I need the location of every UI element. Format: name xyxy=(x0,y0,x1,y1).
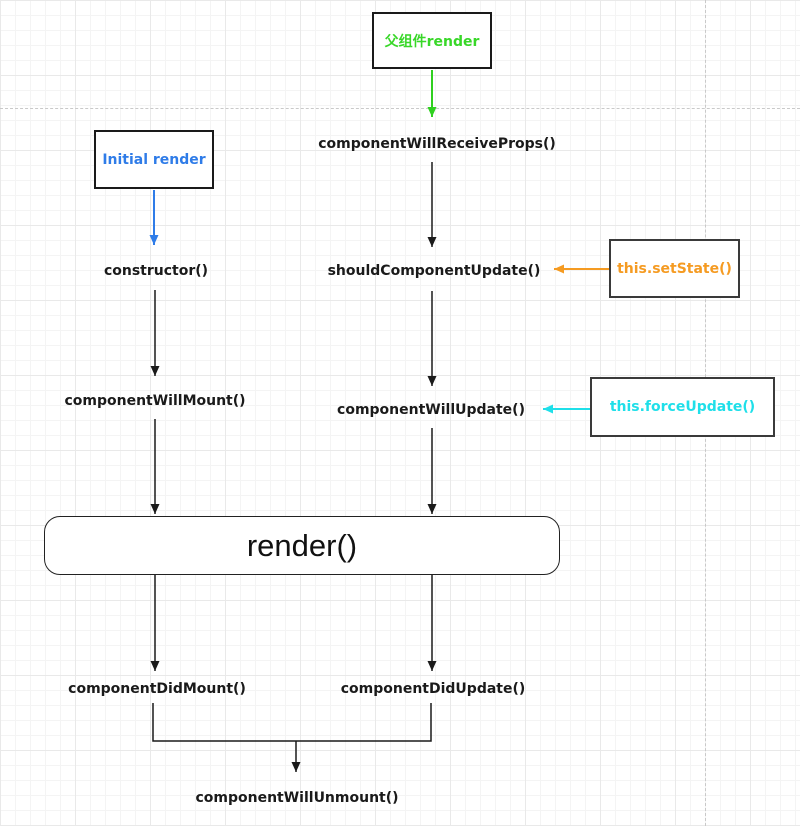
force-update-node[interactable]: this.forceUpdate() xyxy=(590,377,775,437)
label-should-component-update[interactable]: shouldComponentUpdate() xyxy=(327,263,541,279)
label-component-will-update[interactable]: componentWillUpdate() xyxy=(337,402,525,418)
label-component-will-mount[interactable]: componentWillMount() xyxy=(64,393,246,409)
label-component-will-receive-props[interactable]: componentWillReceiveProps() xyxy=(318,136,556,152)
initial-render-node[interactable]: Initial render xyxy=(94,130,214,189)
label-component-did-update[interactable]: componentDidUpdate() xyxy=(340,681,526,697)
page-break-line-horizontal xyxy=(0,108,800,109)
label-component-did-mount[interactable]: componentDidMount() xyxy=(68,681,246,697)
parent-render-node[interactable]: 父组件render xyxy=(372,12,492,69)
render-node[interactable]: render() xyxy=(44,516,560,575)
set-state-node[interactable]: this.setState() xyxy=(609,239,740,298)
label-component-will-unmount[interactable]: componentWillUnmount() xyxy=(195,790,399,806)
connector-merge-did-mount-did-update xyxy=(152,703,432,742)
label-constructor[interactable]: constructor() xyxy=(103,263,209,279)
